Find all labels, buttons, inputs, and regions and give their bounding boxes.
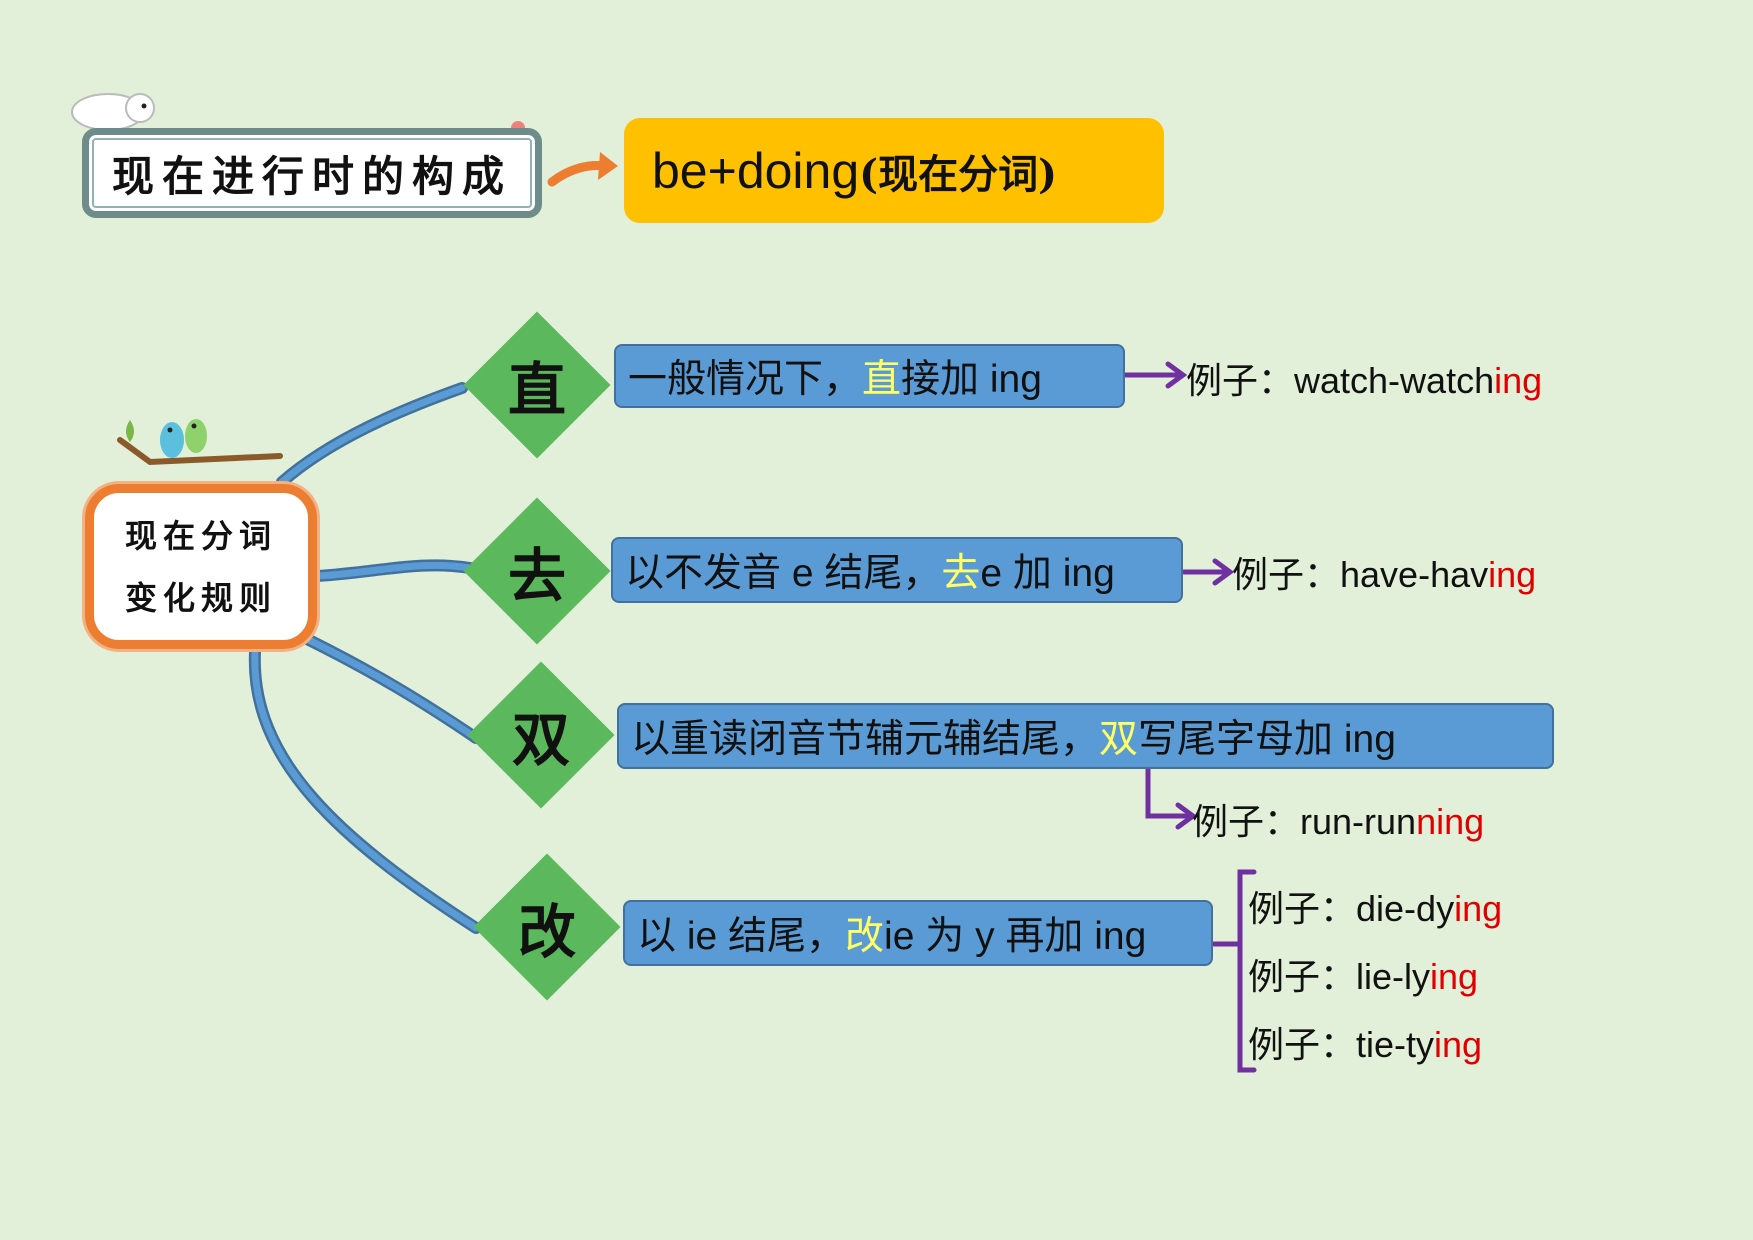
rule-text: 一般情况下，	[628, 358, 863, 401]
rule-box-qu: 以不发音 e 结尾，去 e 加 ing	[611, 537, 1183, 603]
leaf-icon	[126, 420, 134, 442]
example-label: 例子：	[1248, 1024, 1357, 1065]
example-label: 例子：	[1186, 360, 1295, 401]
branch-line-gai	[248, 646, 482, 934]
rule-highlight: 双	[1099, 718, 1139, 761]
example-arrow-shuang	[1145, 765, 1198, 830]
example-label: 例子：	[1232, 554, 1341, 595]
example-label: 例子：	[1192, 801, 1301, 842]
diamond-char: 双	[511, 706, 570, 774]
example-suffix: ing	[1488, 554, 1537, 595]
rule-text-end: 写尾字母加 ing	[1138, 718, 1396, 761]
branch-line-zhi-inner	[278, 384, 466, 486]
example-gai-2: 例子：lie-lying	[1248, 948, 1478, 1000]
title-card: 现在进行时的构成	[82, 128, 542, 218]
diamond-qu: 去	[462, 496, 612, 646]
example-base: die-dy	[1356, 888, 1455, 929]
diamond-zhi: 直	[462, 310, 612, 460]
bird-blue-icon	[160, 422, 184, 458]
center-line-2: 变化规则	[124, 578, 277, 617]
branch-line-gai-inner	[251, 648, 480, 932]
bird-branch	[117, 437, 283, 466]
example-label: 例子：	[1248, 888, 1357, 929]
example-base: tie-ty	[1356, 1024, 1435, 1065]
rule-box-zhi: 一般情况下，直接加 ing	[614, 344, 1125, 408]
diamond-char: 改	[517, 898, 576, 966]
formula-arrow	[547, 161, 609, 187]
formula-main: be+doing	[652, 142, 860, 199]
example-base: lie-ly	[1356, 956, 1431, 997]
rule-text-end: ie 为 y 再加 ing	[884, 915, 1147, 958]
example-label: 例子：	[1248, 956, 1357, 997]
formula-box: be+doing(现在分词)	[624, 118, 1164, 223]
diamond-gai: 改	[472, 852, 622, 1002]
diamond-char: 去	[507, 542, 566, 610]
example-base: watch-watch	[1294, 360, 1495, 401]
example-suffix: ing	[1494, 360, 1543, 401]
example-zhi: 例子：watch-watching	[1186, 352, 1542, 404]
example-suffix: ing	[1454, 888, 1503, 929]
rule-highlight: 改	[845, 915, 885, 958]
branch-line-shuang-inner	[301, 634, 480, 742]
example-arrow-qu	[1181, 558, 1235, 586]
formula-arrowhead	[598, 152, 618, 180]
bird-green-icon	[185, 419, 207, 453]
example-base: run-run	[1300, 801, 1417, 842]
rule-box-gai: 以 ie 结尾，改 ie 为 y 再加 ing	[623, 900, 1213, 966]
example-base: have-hav	[1340, 554, 1489, 595]
rule-text-end: 接加 ing	[901, 358, 1042, 401]
center-line-1: 现在分词	[124, 516, 277, 555]
rule-text-end: e 加 ing	[980, 552, 1115, 595]
example-suffix: ning	[1416, 801, 1485, 842]
rule-highlight: 去	[941, 552, 981, 595]
branch-line-qu-inner	[314, 561, 474, 580]
example-qu: 例子：have-having	[1232, 546, 1536, 598]
diamond-char: 直	[507, 356, 566, 424]
example-arrow-zhi	[1123, 361, 1188, 389]
rule-text: 以 ie 结尾，	[637, 915, 846, 958]
example-suffix: ing	[1430, 956, 1479, 997]
rule-box-shuang: 以重读闭音节辅元辅结尾，双写尾字母加 ing	[617, 703, 1554, 769]
rule-text: 以不发音 e 结尾，	[625, 552, 942, 595]
example-brace-gai	[1211, 869, 1257, 1073]
example-gai-1: 例子：die-dying	[1248, 880, 1502, 932]
formula-paren: (现在分词)	[859, 150, 1058, 198]
branch-line-zhi	[276, 382, 468, 488]
example-suffix: ing	[1434, 1024, 1483, 1065]
rule-highlight: 直	[862, 358, 902, 401]
example-gai-3: 例子：tie-tying	[1248, 1016, 1482, 1068]
title-text: 现在进行时的构成	[111, 151, 512, 201]
diamond-shuang: 双	[466, 660, 616, 810]
rule-text: 以重读闭音节辅元辅结尾，	[631, 718, 1100, 761]
center-card: 现在分词 变化规则	[85, 484, 317, 649]
example-shuang: 例子：run-running	[1192, 793, 1484, 845]
